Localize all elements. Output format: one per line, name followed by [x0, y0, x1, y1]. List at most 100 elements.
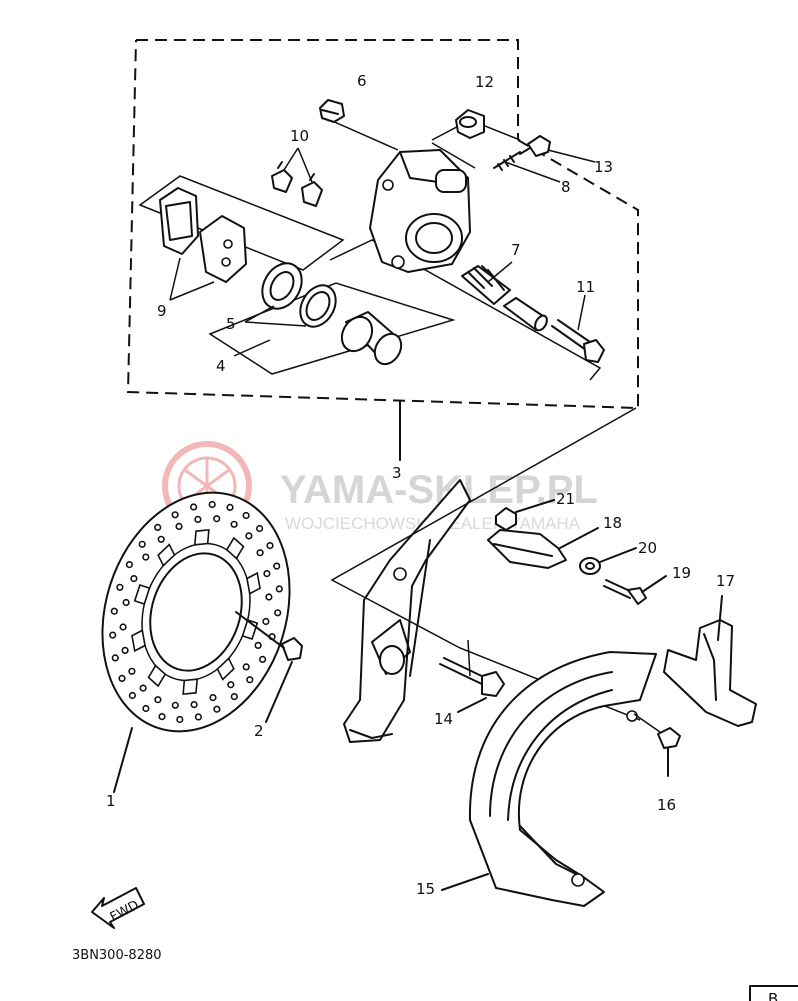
- disc-hole: [273, 562, 281, 570]
- caliper-bolt: [551, 319, 605, 363]
- disc-hole: [176, 715, 184, 724]
- disc-hole: [194, 713, 202, 721]
- callout-6: 6: [357, 72, 367, 90]
- disc-mount-slots: [131, 528, 261, 696]
- fwd-arrow-icon: FWD: [91, 887, 145, 929]
- disc-hole: [230, 520, 238, 528]
- disc-hole: [259, 655, 267, 664]
- guard-screw: [657, 727, 681, 777]
- small-bolt: [519, 135, 551, 157]
- disc-hole: [109, 631, 117, 639]
- disc-hole: [275, 585, 283, 593]
- disc-hole: [125, 560, 133, 569]
- disc-hole: [138, 540, 146, 548]
- disc-hole: [128, 667, 136, 675]
- disc-slot: [225, 536, 245, 560]
- callout-1: 1: [106, 792, 116, 810]
- disc-hole: [263, 569, 271, 578]
- corner-mark-label: B: [768, 990, 778, 1001]
- disc-hole: [242, 663, 250, 671]
- callout-16: 16: [657, 796, 676, 814]
- disc-slot: [157, 543, 176, 567]
- pad-group-outline: [138, 175, 345, 271]
- callout-4: 4: [216, 357, 226, 375]
- disc-hole: [256, 549, 264, 557]
- disc-hole: [119, 623, 127, 631]
- callout-2: 2: [254, 722, 264, 740]
- disc-hole: [190, 700, 198, 709]
- callout-8: 8: [561, 178, 571, 196]
- caliper-assembly-outline: [126, 39, 639, 410]
- disc-slot: [182, 678, 199, 696]
- callout-11: 11: [576, 278, 595, 296]
- disc-hole: [171, 701, 179, 709]
- hose-guide: [663, 619, 757, 727]
- disc-hole: [190, 503, 198, 511]
- brake-pads: [159, 187, 247, 283]
- disc-slot: [216, 657, 235, 681]
- disc-hole: [256, 524, 264, 533]
- disc-hole: [139, 684, 147, 692]
- disc-hole: [226, 503, 234, 512]
- disc-hole: [194, 515, 202, 524]
- fork-leg: [343, 479, 471, 743]
- disc-hole: [142, 553, 150, 561]
- caliper-piston: [340, 311, 403, 366]
- holder-nut: [495, 507, 517, 531]
- callout-10: 10: [290, 127, 309, 145]
- disc-hole: [213, 515, 221, 523]
- disc-hole: [265, 593, 273, 601]
- disc-hole: [116, 583, 124, 591]
- callout-20: 20: [638, 539, 657, 557]
- disc-hole: [208, 500, 216, 509]
- bleed-screw: [493, 151, 521, 171]
- disc-hole: [274, 609, 282, 617]
- pad-clips: [271, 161, 323, 207]
- bleed-cap: [319, 99, 345, 123]
- disc-hole: [175, 522, 183, 531]
- disc-hole: [246, 676, 254, 684]
- callout-9: 9: [157, 302, 167, 320]
- callout-21: 21: [556, 490, 575, 508]
- disc-hole: [157, 535, 165, 543]
- piston-seals: [261, 262, 337, 328]
- disc-hole: [209, 693, 217, 702]
- pin-spring: [461, 265, 511, 305]
- disc-hole: [171, 511, 179, 519]
- disc-hole: [130, 574, 138, 583]
- disc-hole: [142, 704, 150, 713]
- disc-slot: [133, 583, 151, 606]
- callout-17: 17: [716, 572, 735, 590]
- disc-hole: [262, 617, 270, 626]
- callout-12: 12: [475, 73, 494, 91]
- disc-hole: [154, 696, 162, 704]
- disc-hole: [213, 705, 221, 713]
- callout-15: 15: [416, 880, 435, 898]
- hose-holder: [487, 529, 567, 569]
- disc-hole: [230, 692, 238, 701]
- callout-3: 3: [392, 464, 402, 482]
- bolt-group-outline: [329, 239, 602, 381]
- disc-slot: [147, 664, 167, 688]
- disc-hole: [227, 681, 235, 689]
- callout-7: 7: [511, 241, 521, 259]
- disc-bolt: [235, 611, 303, 661]
- disc-hole: [242, 511, 250, 520]
- holder-bolt: [603, 579, 647, 605]
- axle-bolt: [439, 657, 505, 697]
- disc-hole: [122, 598, 130, 607]
- disc-hole: [254, 641, 262, 650]
- disc-slot: [193, 528, 210, 546]
- part-number: 3BN300-8280: [72, 948, 162, 963]
- brake-disc: [101, 491, 291, 733]
- slide-sleeve: [503, 297, 548, 332]
- callout-19: 19: [672, 564, 691, 582]
- disc-hole: [111, 654, 119, 662]
- disc-hole: [110, 607, 118, 615]
- callout-5: 5: [226, 315, 236, 333]
- caliper-body: [369, 149, 471, 273]
- disc-hole: [245, 532, 253, 540]
- disc-hole: [158, 712, 166, 721]
- disc-slot: [131, 629, 146, 653]
